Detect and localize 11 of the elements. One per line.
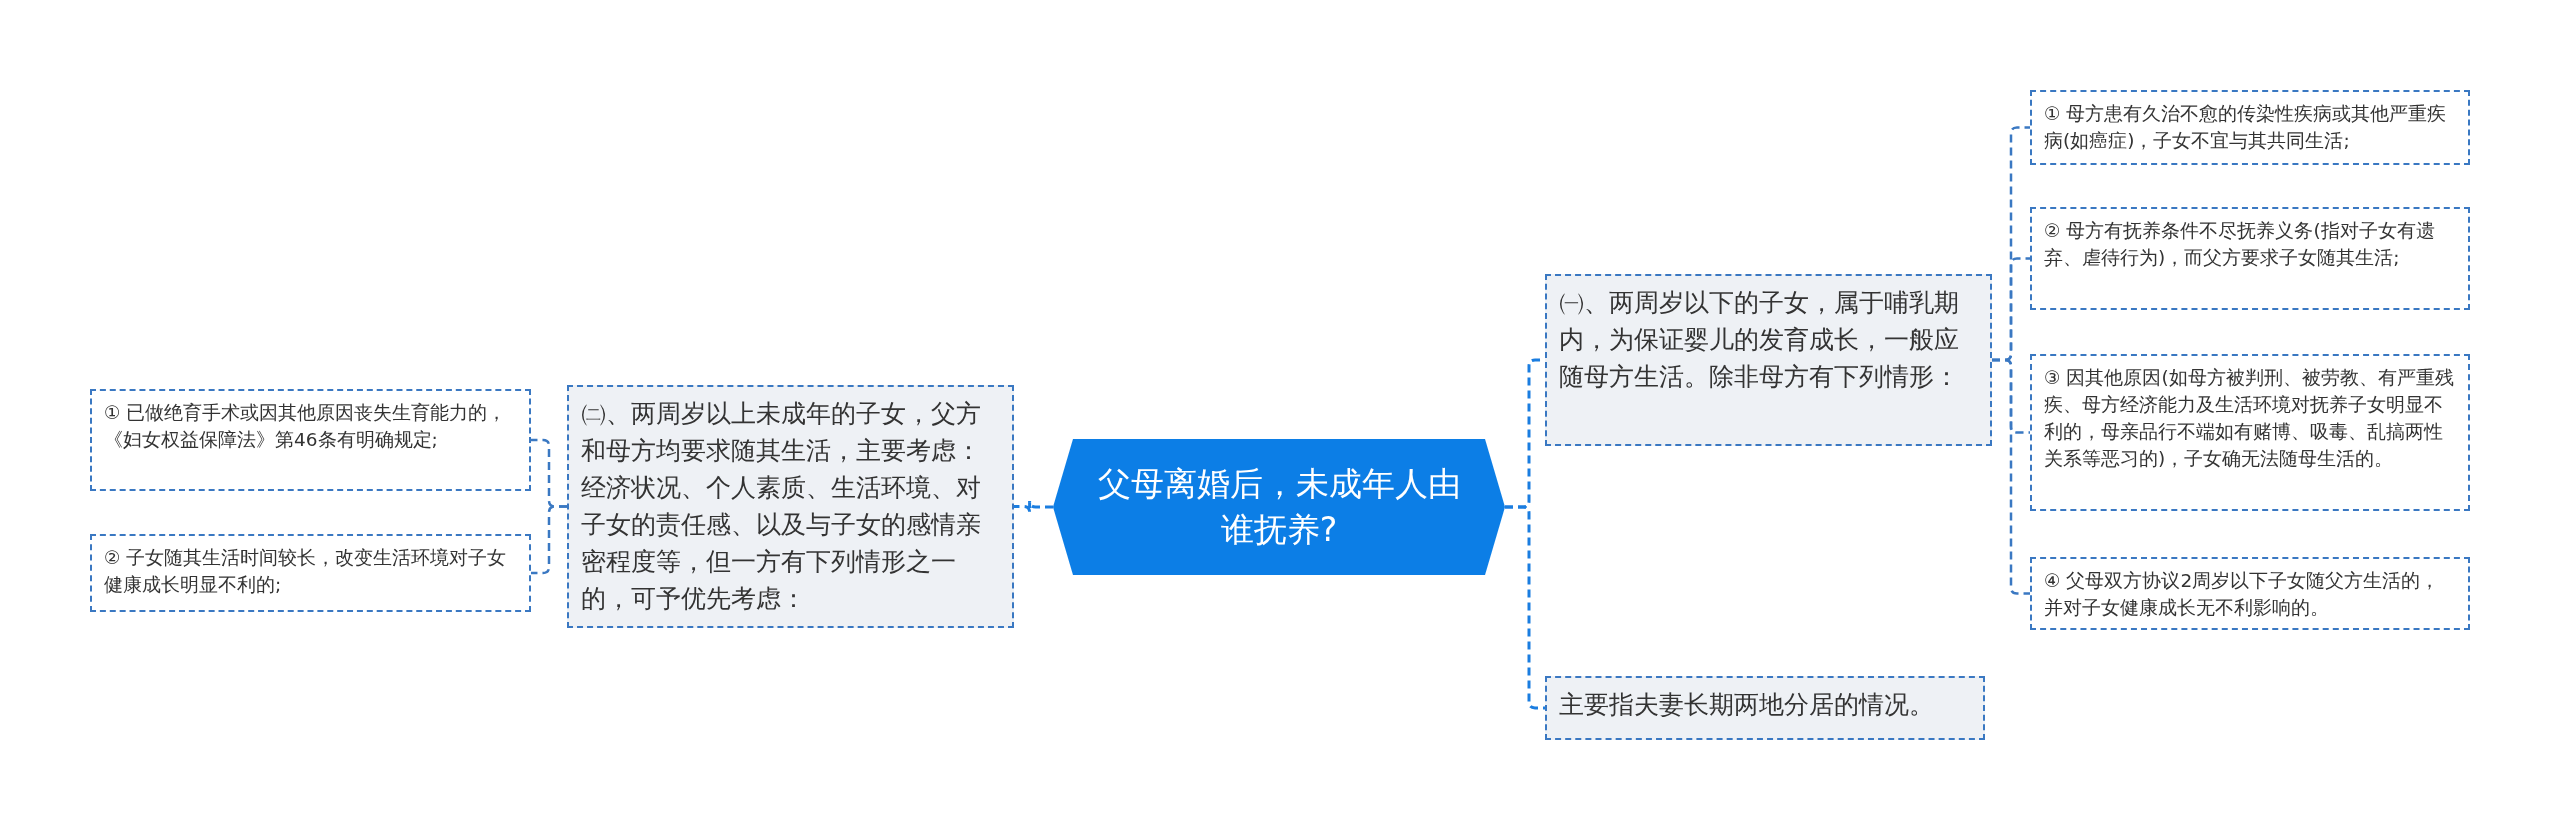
subtopic-box: ① 母方患有久治不愈的传染性疾病或其他严重疾病(如癌症)，子女不宜与其共同生活;	[2030, 90, 2470, 165]
connector-line	[1014, 499, 1053, 514]
subtopic-box: ① 已做绝育手术或因其他原因丧失生育能力的，《妇女权益保障法》第46条有明确规定;	[90, 389, 531, 491]
topic-box: ㈡、两周岁以上未成年的子女，父方和母方均要求随其生活，主要考虑：经济状况、个人素质、生活环境、对子女的责任感、以及与子女的感情亲密程度等，但一方有下列情形之一的，可予优先考虑：	[567, 385, 1014, 628]
topic-box: ㈠、两周岁以下的子女，属于哺乳期内，为保证婴儿的发育成长，一般应随母方生活。除非母方有下列情形：	[1545, 274, 1992, 446]
central-topic: 父母离婚后，未成年人由谁抚养?	[1053, 439, 1505, 575]
subtopic-box: ② 母方有抚养条件不尽抚养义务(指对子女有遗弃、虐待行为)，而父方要求子女随其生活;	[2030, 207, 2470, 310]
topic-box: 主要指夫妻长期两地分居的情况。	[1545, 676, 1985, 740]
subtopic-box: ④ 父母双方协议2周岁以下子女随父方生活的，并对子女健康成长无不利影响的。	[2030, 557, 2470, 630]
subtopic-box: ② 子女随其生活时间较长，改变生活环境对子女健康成长明显不利的;	[90, 534, 531, 612]
subtopic-box: ③ 因其他原因(如母方被判刑、被劳教、有严重残疾、母方经济能力及生活环境对抚养子女明显不利的，母亲品行不端如有赌博、吸毒、乱搞两性关系等恶习的)，子女确无法随母生活的。	[2030, 354, 2470, 511]
